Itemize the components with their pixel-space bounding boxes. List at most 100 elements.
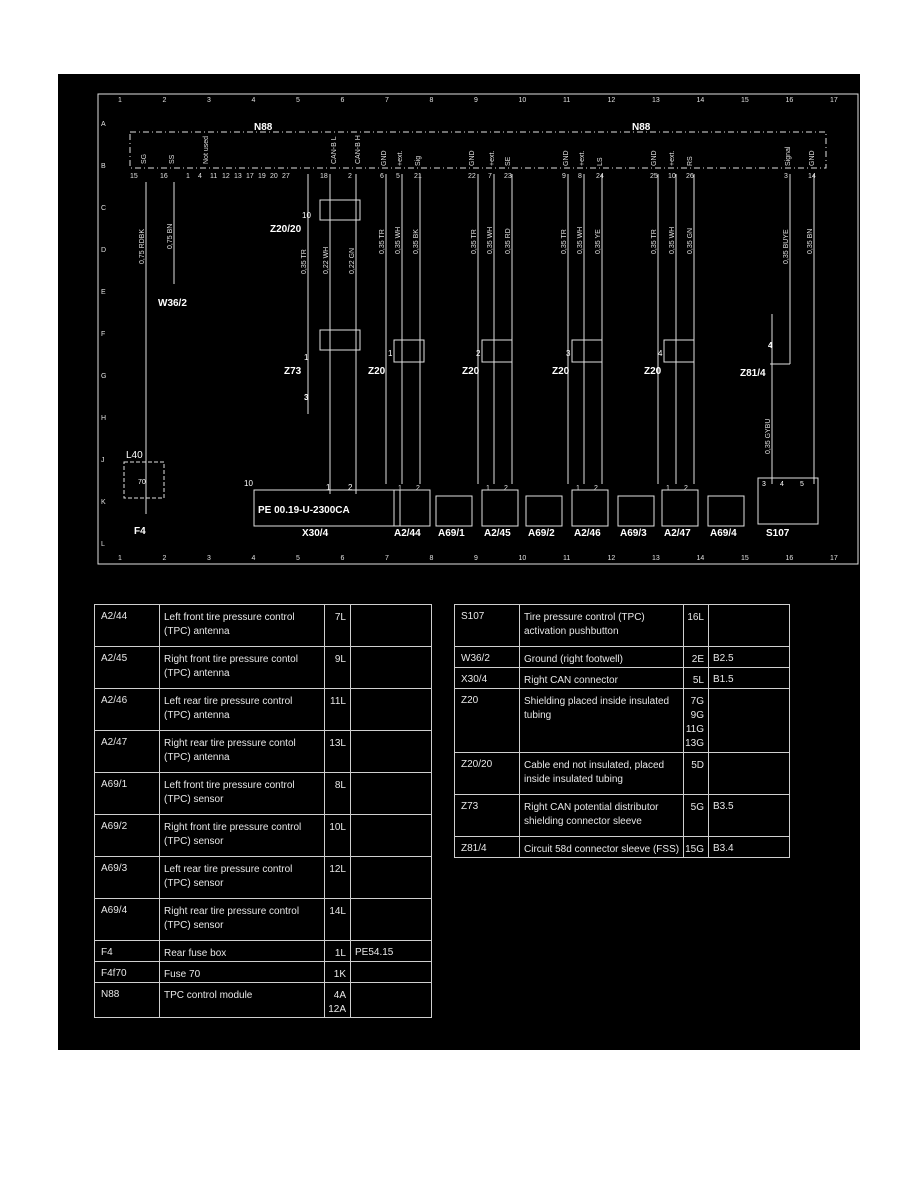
legend-loc: 1L [323,940,352,962]
f4-label: F4 [134,526,146,537]
legend-ref: PE54.15 [350,940,432,962]
legend-ref [708,752,790,795]
antenna-pin-1: 1 [398,485,402,492]
grid-colb-14: 14 [697,555,705,562]
legend-loc: 13L [323,730,352,773]
grid-col-6: 6 [341,97,345,104]
module-right-pin-21: 21 [414,173,422,180]
module-right-pin-label: +ext. [489,151,496,166]
grid-col-15: 15 [741,97,749,104]
grid-col-14: 14 [697,97,705,104]
grid-row-A: A [101,121,106,128]
legend-code: F4f70 [94,961,160,983]
legend-desc: Left front tire pressure control (TPC) a… [159,604,325,647]
module-left-pin-label: CAN-B L [331,136,338,164]
grid-col-10: 10 [519,97,527,104]
x30-label: X30/4 [302,528,329,539]
module-left-pin-label: SG [141,154,148,164]
wire-label: 0,35 TR [471,229,478,254]
connector-label-A2-45: A2/45 [484,528,511,539]
wiring-diagram: 1122334455667788991010111112121313141415… [97,93,859,565]
s107-pin-3: 3 [762,481,766,488]
connector-label-S107: S107 [766,528,790,539]
grid-row-L: L [101,541,105,548]
legend-code: Z81/4 [454,836,520,858]
z20-number-3: 3 [566,349,571,358]
module-left-name: N88 [254,122,273,133]
module-left-pin-label: CAN-B H [355,135,362,164]
grid-colb-9: 9 [474,555,478,562]
z73-number: 1 [304,353,309,362]
grid-col-11: 11 [563,97,570,104]
wire-label: 0,35 TR [379,229,386,254]
grid-colb-4: 4 [252,555,256,562]
legend-desc: Rear fuse box [159,940,325,962]
module-left-pin-label: Not used [203,136,210,164]
legend-code: Z20/20 [454,752,520,795]
wire-label: 0,35 WH [577,227,584,254]
legend-ref [350,898,432,941]
connector-label-A2-46: A2/46 [574,528,601,539]
wire-label: 0,35 TR [301,249,308,274]
z20-number-4: 4 [658,349,663,358]
wire-label: 0,75 RDBK [139,229,146,264]
grid-colb-15: 15 [741,555,749,562]
wire-label: 0,35 GYBU [765,419,772,454]
module-box [129,131,827,169]
grid-col-9: 9 [474,97,478,104]
module-right-pin-7: 7 [488,173,492,180]
legend-code: A2/45 [94,646,160,689]
connector-label-A2-44: A2/44 [394,528,421,539]
wire-label: 0,35 TR [651,229,658,254]
legend-loc: 5G [683,794,709,837]
grid-col-7: 7 [385,97,389,104]
module-right-pin-25: 25 [650,173,658,180]
module-right-pin-label: Sig [415,156,422,166]
grid-row-E: E [101,289,106,296]
wire-label: 0,35 YE [595,229,602,254]
module-right-pin-label: +ext. [579,151,586,166]
legend-desc: Cable end not insulated, placed inside i… [518,752,685,795]
grid-row-F: F [101,331,105,338]
legend-desc: Right CAN connector [518,667,685,689]
antenna-pin-1: 1 [666,485,670,492]
z814-arrow-label: 4 [768,341,773,350]
wire-label: 0,35 WH [487,227,494,254]
module-right-pin-23: 23 [504,173,512,180]
legend-ref [350,814,432,857]
legend-loc: 9L [323,646,352,689]
module-right-name: N88 [632,122,651,133]
grid-col-4: 4 [252,97,256,104]
legend-desc: Left rear tire pressure control (TPC) an… [159,688,325,731]
legend-desc: Right front tire pressure control (TPC) … [159,814,325,857]
legend-ref [350,961,432,983]
module-left-pin-2: 2 [348,173,352,180]
module-right-pin-label: Signal [785,146,792,166]
wire-label: 0,75 BN [167,224,174,249]
legend-desc: Right CAN potential distributor shieldin… [518,794,685,837]
grid-col-5: 5 [296,97,300,104]
grid-colb-2: 2 [163,555,167,562]
grid-colb-10: 10 [519,555,527,562]
legend-loc: 16L [683,604,709,647]
connector-label-A69-1: A69/1 [438,528,465,539]
grid-row-K: K [101,499,106,506]
z814-label: Z81/4 [740,368,766,379]
z20-number-2: 2 [476,349,481,358]
grid-row-J: J [101,457,105,464]
grid-row-B: B [101,163,106,170]
module-left-pin-18: 18 [320,173,328,180]
grid-row-H: H [101,415,106,422]
legend-code: A69/2 [94,814,160,857]
legend-loc: 10L [323,814,352,857]
